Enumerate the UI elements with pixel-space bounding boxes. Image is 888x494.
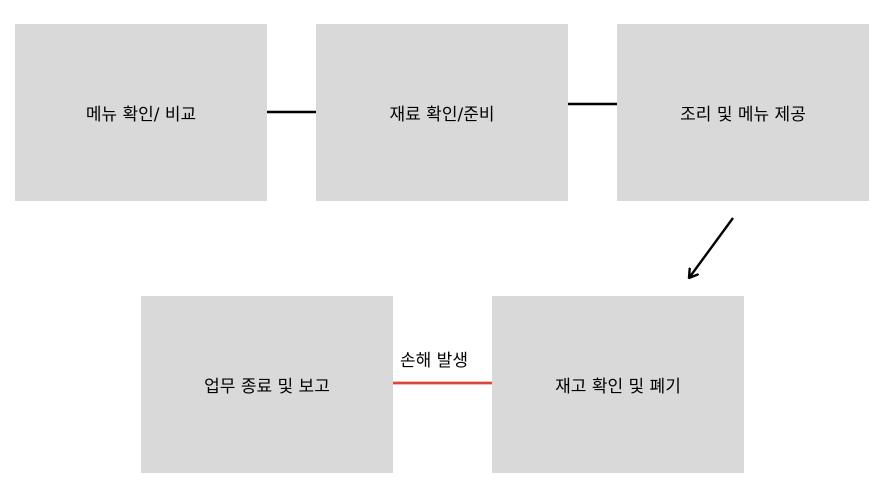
step-label: 재고 확인 및 폐기 xyxy=(555,377,681,397)
step-box-ingredient-prep: 재료 확인/준비 xyxy=(316,24,568,201)
step-label: 재료 확인/준비 xyxy=(389,105,495,125)
step-label: 메뉴 확인/ 비교 xyxy=(85,105,197,125)
step-label: 업무 종료 및 보고 xyxy=(204,377,330,397)
step-box-menu-check: 메뉴 확인/ 비교 xyxy=(15,24,267,201)
step-label: 조리 및 메뉴 제공 xyxy=(680,105,806,125)
step-box-work-end-report: 업무 종료 및 보고 xyxy=(141,296,393,473)
arrow-step3-to-step4 xyxy=(689,217,734,278)
loss-edge-label: 손해 발생 xyxy=(400,351,468,371)
step-box-cooking-serving: 조리 및 메뉴 제공 xyxy=(617,24,869,201)
step-box-inventory-disposal: 재고 확인 및 폐기 xyxy=(492,296,744,473)
